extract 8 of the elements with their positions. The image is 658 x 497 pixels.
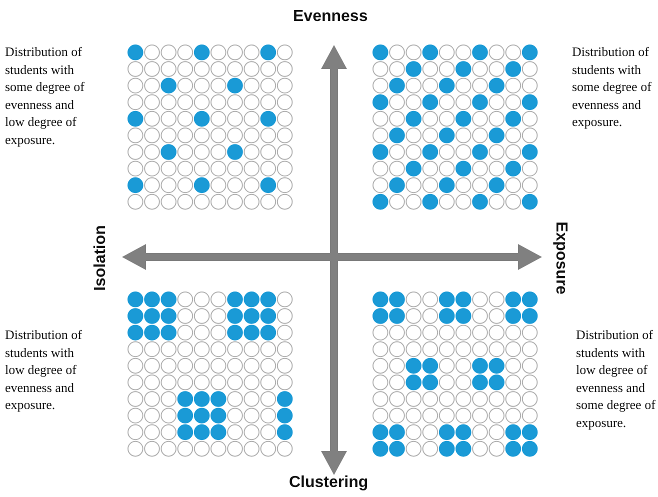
- quadrant-description: Distribution of students with low degree of evenness and exposure.: [5, 326, 83, 414]
- quadrant-description: Distribution of students with low degree of evenness and some degree of exposure.: [576, 326, 656, 431]
- axis-label: Exposure: [551, 222, 570, 294]
- quadrant-description: Distribution of students with some degree of evenness and exposure.: [572, 43, 652, 130]
- axis-label: Clustering: [289, 474, 368, 492]
- axis-label: Isolation: [92, 225, 110, 291]
- quadrant-description: Distribution of students with some degree of evenness and low degree of exposure.: [5, 43, 86, 148]
- axis-label: Evenness: [293, 8, 368, 26]
